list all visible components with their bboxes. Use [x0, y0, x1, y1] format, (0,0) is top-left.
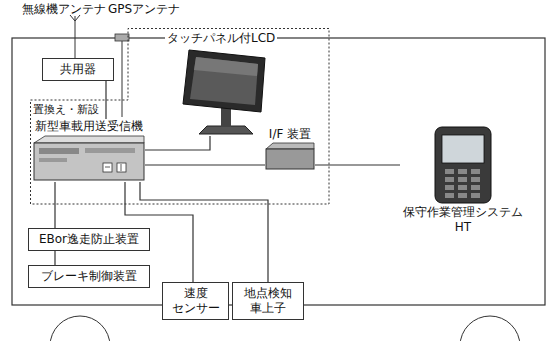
signal-wire — [105, 81, 106, 119]
keypad-key — [445, 185, 454, 190]
keypad-key — [471, 177, 480, 182]
node-label: タッチパネル付LCD — [165, 31, 277, 46]
device-node: 新型車載用送受信機 — [33, 119, 145, 182]
antenna-mast — [75, 16, 76, 58]
keypad-key — [458, 185, 467, 190]
device-node: 保守作業管理システム HT — [400, 125, 526, 235]
keypad-key — [445, 193, 454, 198]
wheel — [50, 316, 110, 341]
signal-wire — [54, 182, 55, 228]
node-label: 地点検知 車上子 — [240, 286, 295, 316]
keypad-key — [458, 169, 467, 174]
keypad-key — [458, 193, 467, 198]
dashed-outline — [31, 29, 330, 205]
keypad-key — [445, 177, 454, 182]
replacement-region: 置換え・新設 タッチパネル付LCD 新型車載用送受信機 I/F 装置 — [30, 28, 330, 205]
process-box: EBor逸走防止装置 — [28, 228, 150, 251]
signal-wire — [145, 136, 210, 150]
transceiver-unit — [33, 134, 145, 182]
handheld-terminal — [427, 125, 499, 205]
keypad-key — [471, 185, 480, 190]
keypad-key — [458, 177, 467, 182]
process-box: 共用器 — [42, 58, 114, 81]
process-box: ブレーキ制御装置 — [28, 265, 150, 288]
device-node: I/F 装置 — [265, 127, 315, 170]
node-label: 置換え・新設 — [33, 103, 99, 117]
node-label: I/F 装置 — [269, 127, 311, 142]
gps-antenna — [115, 34, 129, 41]
lcd-monitor — [171, 46, 271, 136]
signal-wire — [54, 251, 55, 265]
keypad-key — [471, 169, 480, 174]
antenna-label: 無線機アンテナ — [22, 2, 106, 17]
keypad-key — [471, 193, 480, 198]
node-label: 共用器 — [48, 62, 108, 77]
keypad-key — [445, 169, 454, 174]
node-label: ブレーキ制御装置 — [34, 269, 144, 284]
gps-wire — [122, 41, 123, 117]
antenna-label: GPSアンテナ — [108, 2, 180, 17]
signal-wire — [140, 182, 268, 282]
process-box: 速度 センサー — [162, 282, 229, 320]
signal-wire — [315, 164, 400, 165]
wheel — [460, 316, 520, 341]
interface-unit — [265, 142, 315, 170]
node-label: 保守作業管理システム HT — [400, 205, 526, 235]
node-label: EBor逸走防止装置 — [34, 232, 144, 247]
device-node: タッチパネル付LCD — [165, 31, 277, 136]
car-body — [12, 38, 545, 305]
signal-wire — [145, 164, 265, 165]
process-box: 地点検知 車上子 — [232, 282, 304, 320]
node-label: 速度 センサー — [168, 286, 223, 316]
node-label: 新型車載用送受信機 — [35, 119, 143, 134]
